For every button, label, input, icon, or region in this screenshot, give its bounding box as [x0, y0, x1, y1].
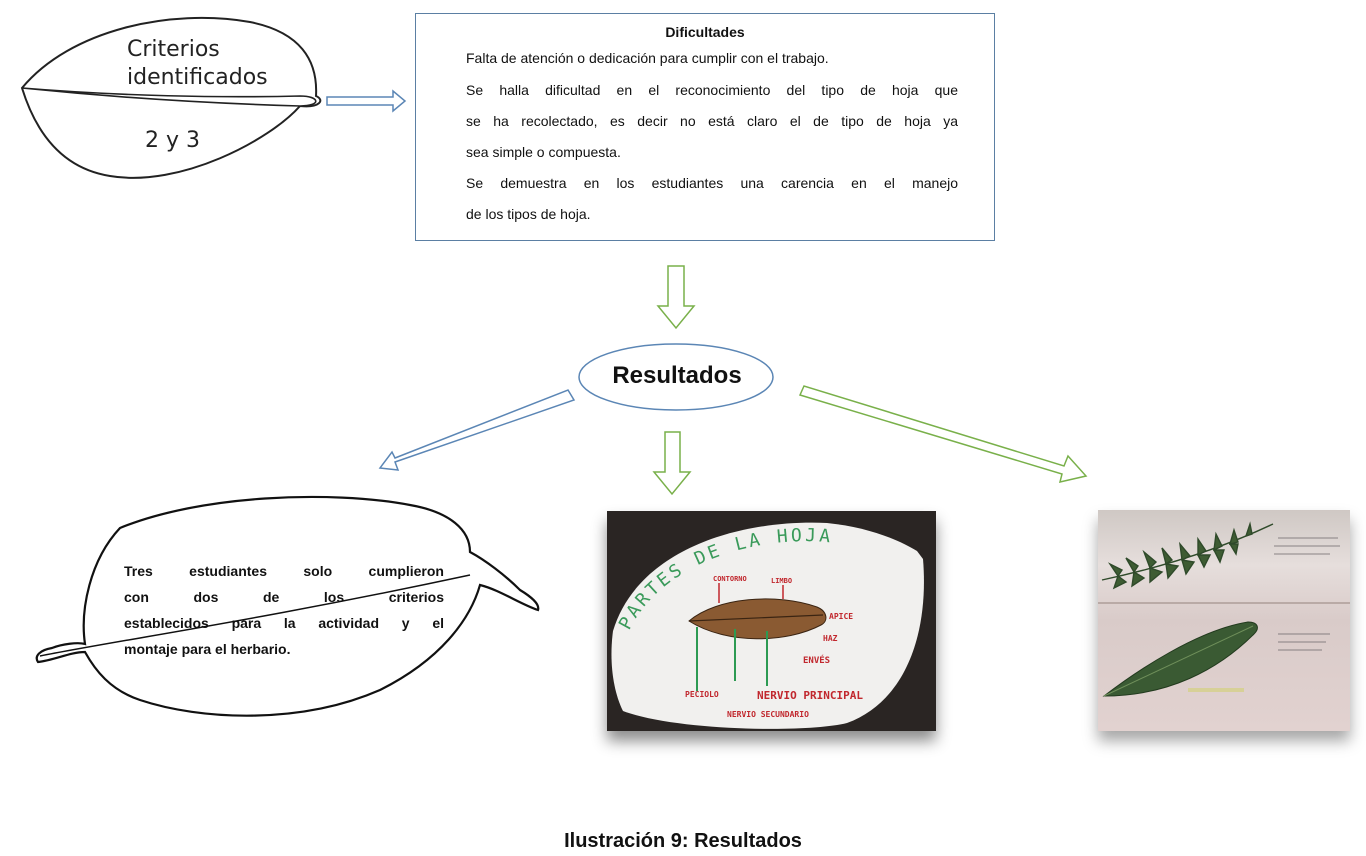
dificultades-box: Dificultades Falta de atención o dedicac…: [415, 13, 995, 241]
label-peciolo: PECIOLO: [685, 690, 719, 699]
arrow-to-dificultades: [326, 89, 407, 113]
resultados-ellipse: [578, 343, 774, 411]
label-contorno: CONTORNO: [713, 575, 747, 583]
leaf-top-label-1: Criterios: [127, 37, 220, 62]
leaf-bottom-text: Tres estudiantes solo cumplieron con dos…: [124, 558, 444, 662]
arrow-to-resultados: [656, 265, 696, 330]
label-limbo: LIMBO: [771, 577, 792, 585]
resultados-label: Resultados: [612, 362, 742, 389]
figure-caption: Ilustración 9: Resultados: [564, 830, 802, 852]
leaf-bottom-line: con dos de los criterios: [124, 589, 444, 605]
label-nervio-secundario: NERVIO SECUNDARIO: [727, 710, 809, 719]
dificultades-line: de los tipos de hoja.: [466, 206, 591, 222]
leaf-bottom-line: montaje para el herbario.: [124, 641, 291, 657]
label-nervio-principal: NERVIO PRINCIPAL: [757, 689, 863, 702]
dificultades-line: Se demuestra en los estudiantes una care…: [466, 175, 958, 191]
photo-partes-de-la-hoja: PARTES DE LA HOJA CONTORNO LIMBO APICE H…: [607, 511, 936, 731]
label-enves: ENVÉS: [803, 654, 830, 666]
label-haz: HAZ: [823, 634, 838, 643]
photo-herbario: [1098, 510, 1350, 731]
leaf-shape-top: [20, 16, 322, 179]
dificultades-line: se ha recolectado, es decir no está clar…: [466, 113, 958, 129]
photo-partes-drawing: PARTES DE LA HOJA CONTORNO LIMBO APICE H…: [611, 522, 924, 729]
dificultades-line: sea simple o compuesta.: [466, 144, 621, 160]
dificultades-line: Falta de atención o dedicación para cump…: [466, 50, 829, 66]
dificultades-line: Se halla dificultad en el reconocimiento…: [466, 82, 958, 98]
photo-herbario-drawing: [1098, 521, 1350, 697]
leaf-top-label-2: identificados: [127, 65, 268, 90]
leaf-shape-bottom: [35, 495, 540, 717]
leaf-top-label-3: 2 y 3: [145, 128, 200, 153]
arrow-to-photo-herbario: [798, 385, 1088, 484]
label-apice: APICE: [829, 612, 853, 621]
arrow-to-photo-partes: [652, 431, 692, 496]
leaf-bottom-line: establecidos para la actividad y el: [124, 615, 444, 631]
leaf-bottom-line: Tres estudiantes solo cumplieron: [124, 563, 444, 579]
arrow-to-left-leaf: [378, 389, 576, 471]
dificultades-title: Dificultades: [665, 24, 745, 40]
